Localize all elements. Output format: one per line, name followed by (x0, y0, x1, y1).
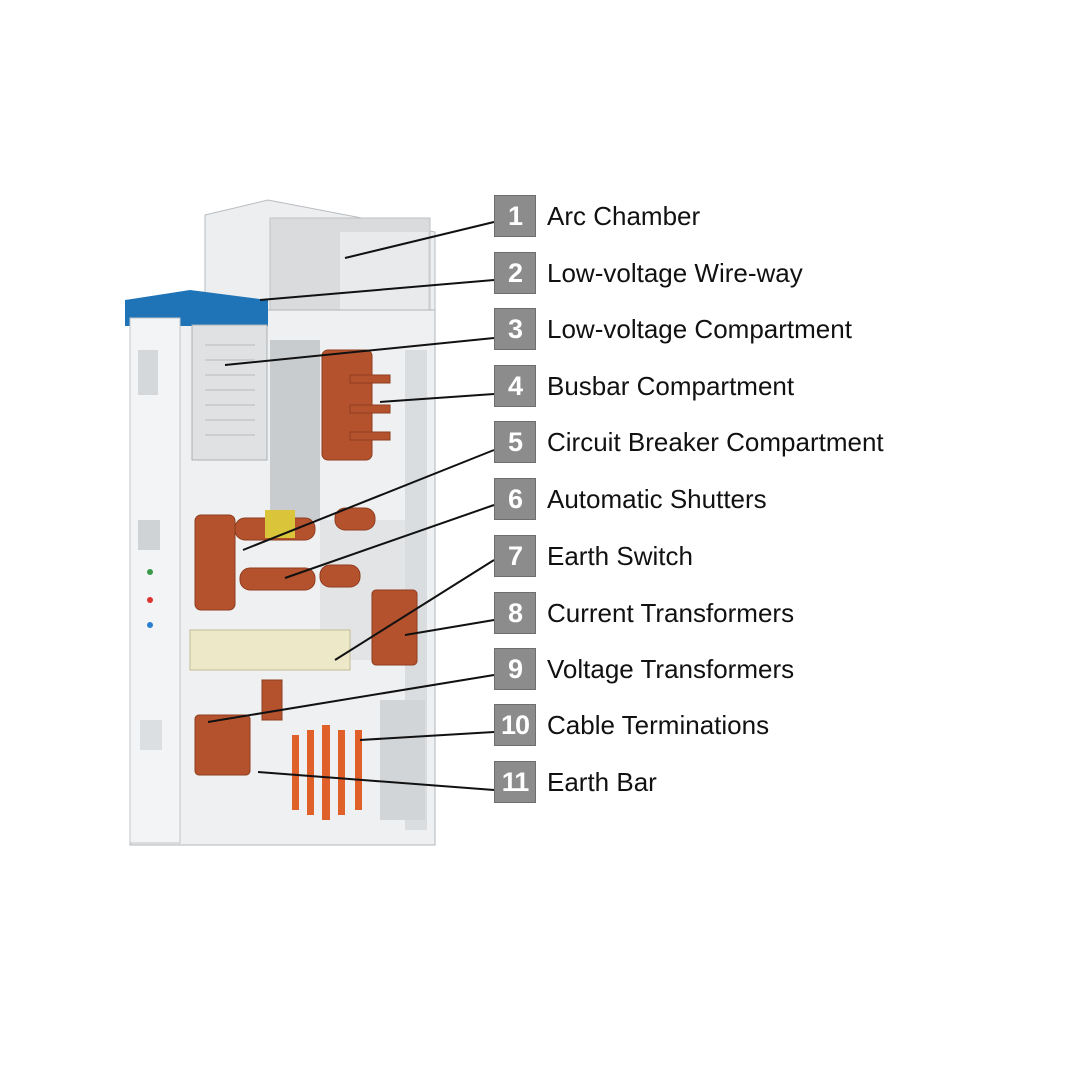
callout-number: 10 (494, 704, 536, 746)
callout-3: 3 Low-voltage Compartment (494, 307, 852, 351)
callout-number: 2 (494, 252, 536, 294)
callout-10: 10 Cable Terminations (494, 703, 769, 747)
callout-number: 3 (494, 308, 536, 350)
callout-number: 8 (494, 592, 536, 634)
cable-terminations (292, 725, 362, 820)
callout-number: 6 (494, 478, 536, 520)
callout-number: 5 (494, 421, 536, 463)
callout-number: 11 (494, 761, 536, 803)
callout-label: Arc Chamber (547, 200, 701, 231)
callout-label: Busbar Compartment (547, 370, 795, 401)
arc-chamber (204, 199, 436, 331)
callout-number: 7 (494, 535, 536, 577)
callout-11: 11 Earth Bar (494, 760, 657, 804)
callout-label: Low-voltage Wire-way (547, 257, 803, 288)
callout-2: 2 Low-voltage Wire-way (494, 251, 803, 295)
callout-label: Earth Bar (547, 766, 657, 797)
callout-label: Current Transformers (547, 597, 795, 628)
callout-label: Earth Switch (547, 540, 693, 571)
callout-number: 4 (494, 365, 536, 407)
callout-label: Automatic Shutters (547, 483, 767, 514)
callout-number: 9 (494, 648, 536, 690)
callout-5: 5 Circuit Breaker Compartment (494, 420, 884, 464)
callout-9: 9 Voltage Transformers (494, 647, 794, 691)
callout-7: 7 Earth Switch (494, 534, 693, 578)
callout-label: Voltage Transformers (547, 653, 795, 684)
callout-4: 4 Busbar Compartment (494, 364, 794, 408)
shutter-plate (265, 510, 295, 538)
leader-lines (207, 221, 495, 791)
callout-label: Low-voltage Compartment (547, 313, 852, 344)
cabinet-body (125, 290, 436, 846)
callout-8: 8 Current Transformers (494, 591, 794, 635)
callout-number: 1 (494, 195, 536, 237)
copper-components (194, 349, 418, 776)
callout-6: 6 Automatic Shutters (494, 477, 767, 521)
callout-label: Cable Terminations (547, 709, 770, 740)
callout-label: Circuit Breaker Compartment (547, 426, 884, 457)
callout-1: 1 Arc Chamber (494, 194, 700, 238)
